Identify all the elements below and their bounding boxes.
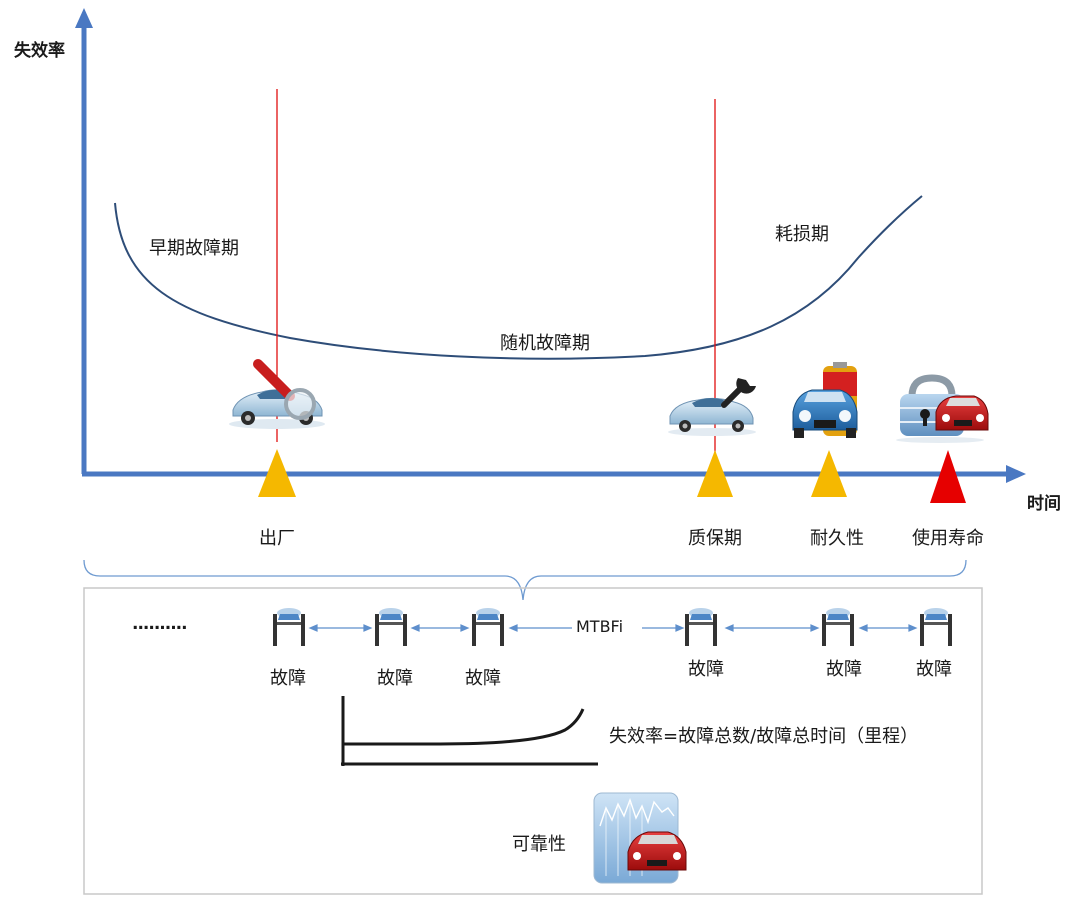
car-chart-icon <box>593 792 687 884</box>
ellipsis-dots: .......... <box>132 614 188 634</box>
fault-label: 故障 <box>270 668 306 689</box>
factory-triangle <box>258 449 296 497</box>
mini-failure-curve <box>341 696 598 766</box>
fault-label: 故障 <box>916 659 952 680</box>
life-triangle <box>930 450 966 503</box>
milestone-life-label: 使用寿命 <box>912 528 984 549</box>
fault-label: 故障 <box>465 668 501 689</box>
car-lock-icon <box>896 374 989 443</box>
fault-label: 故障 <box>688 659 724 680</box>
durability-triangle <box>811 450 847 497</box>
fault-label: 故障 <box>377 668 413 689</box>
wearout-label: 耗损期 <box>775 224 829 245</box>
warranty-triangle <box>697 450 733 497</box>
random-failure-label: 随机故障期 <box>500 333 590 354</box>
milestone-warranty-label: 质保期 <box>688 528 742 549</box>
failure-rate-formula: 失效率=故障总数/故障总时间（里程） <box>609 726 919 747</box>
y-axis <box>75 8 93 474</box>
range-brace <box>83 559 967 601</box>
car-wrench-icon <box>668 378 756 436</box>
reliability-label: 可靠性 <box>512 834 566 855</box>
car-magnifier-icon <box>229 359 325 429</box>
fault-label: 故障 <box>826 659 862 680</box>
early-failure-label: 早期故障期 <box>149 238 239 259</box>
milestone-factory-label: 出厂 <box>259 528 295 549</box>
failure-panel <box>83 587 983 895</box>
mtbf-label: MTBFi <box>576 617 624 636</box>
car-battery-icon <box>792 362 858 438</box>
bathtub-curve <box>114 195 923 360</box>
car-lift-icon <box>273 608 952 646</box>
interval-arrows <box>308 624 918 632</box>
x-axis <box>82 465 1026 483</box>
y-axis-label: 失效率 <box>14 41 65 61</box>
milestone-durability-label: 耐久性 <box>810 528 864 549</box>
x-axis-label: 时间 <box>1027 494 1061 514</box>
